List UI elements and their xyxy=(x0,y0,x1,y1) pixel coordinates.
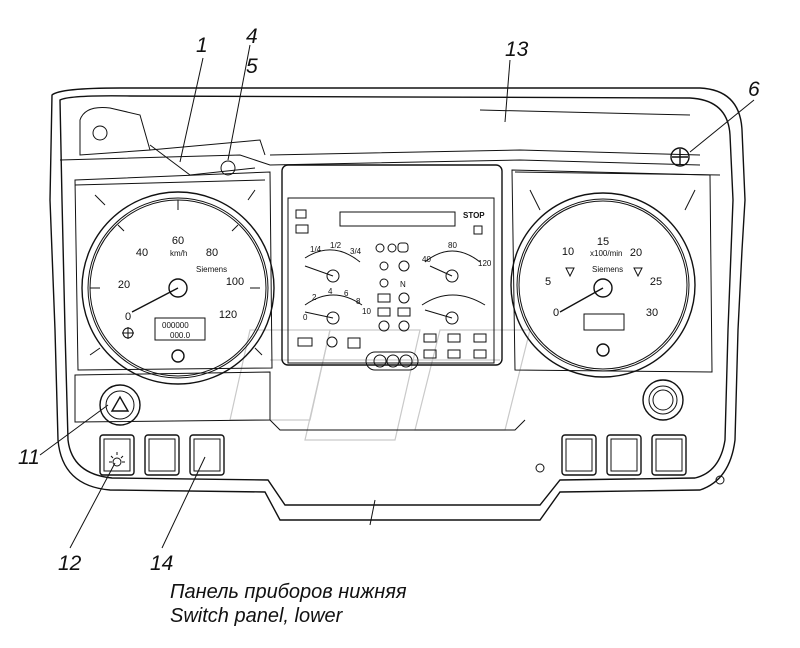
speedo-tick-120: 120 xyxy=(219,309,237,321)
lower-switch-panel xyxy=(74,371,725,485)
callout-5: 5 xyxy=(246,55,258,78)
fuel-mark-quarter: 1/4 xyxy=(310,245,322,254)
callout-12: 12 xyxy=(58,552,82,575)
fuel-mark-half: 1/2 xyxy=(330,241,342,250)
stop-label: STOP xyxy=(463,211,485,220)
callout-14: 14 xyxy=(150,552,173,575)
speedo-tick-60: 60 xyxy=(172,235,184,247)
switch-row-left xyxy=(99,434,225,476)
callout-labels: 1 4 5 13 6 11 12 14 xyxy=(18,25,760,575)
speedometer: 0 20 40 60 80 100 120 km/h Siemens 00000… xyxy=(81,191,275,385)
temp-mark-80: 80 xyxy=(448,241,457,250)
tacho-tick-0: 0 xyxy=(553,307,559,319)
caption: Панель приборов нижняя Switch panel, low… xyxy=(170,580,407,628)
temp-mark-120: 120 xyxy=(478,259,492,268)
tacho-tick-5: 5 xyxy=(545,276,551,288)
tacho-tick-15: 15 xyxy=(597,236,609,248)
tachometer-bezel xyxy=(511,169,713,373)
tacho-tick-10: 10 xyxy=(562,246,574,258)
callout-6: 6 xyxy=(748,78,760,101)
screw-icon xyxy=(670,147,690,167)
tachometer: 0 5 10 15 20 25 30 x100/min Siemens xyxy=(510,192,696,378)
neutral-lamp: N xyxy=(400,280,406,289)
speedo-tick-80: 80 xyxy=(206,247,218,259)
pressure-mark-0: 0 xyxy=(303,313,308,322)
tacho-tick-20: 20 xyxy=(630,247,642,259)
odometer-top: 000000 xyxy=(162,321,189,330)
speedo-tick-0: 0 xyxy=(125,311,131,323)
leader-lines xyxy=(39,44,755,549)
tacho-tick-25: 25 xyxy=(650,276,662,288)
switch-row-right xyxy=(561,434,687,476)
speedo-tick-20: 20 xyxy=(118,279,130,291)
tacho-brand: Siemens xyxy=(592,265,623,274)
speedo-tick-100: 100 xyxy=(226,276,244,288)
callout-13: 13 xyxy=(505,38,529,61)
pressure-mark-10: 10 xyxy=(362,307,371,316)
center-cluster: STOP 1/4 1/2 3/4 0 2 4 6 8 10 40 80 120 xyxy=(281,164,503,371)
callout-4: 4 xyxy=(246,25,258,48)
temp-mark-40: 40 xyxy=(422,255,431,264)
watermark-logo xyxy=(229,329,531,441)
caption-russian: Панель приборов нижняя xyxy=(170,581,407,603)
tacho-tick-30: 30 xyxy=(646,307,658,319)
warning-lamp-grid: N xyxy=(297,242,487,359)
tacho-unit: x100/min xyxy=(590,249,622,258)
speedo-brand: Siemens xyxy=(196,265,227,274)
panel-housing xyxy=(49,87,746,521)
pressure-mark-8: 8 xyxy=(356,297,361,306)
speedo-tick-40: 40 xyxy=(136,247,148,259)
callout-1: 1 xyxy=(196,34,208,57)
fuel-mark-three-quarter: 3/4 xyxy=(350,247,362,256)
pressure-mark-4: 4 xyxy=(328,287,333,296)
pressure-mark-6: 6 xyxy=(344,289,349,298)
callout-11: 11 xyxy=(18,446,40,469)
speedometer-bezel xyxy=(74,171,273,371)
caption-english: Switch panel, lower xyxy=(170,605,343,627)
odometer-bottom: 000.0 xyxy=(170,331,191,340)
speedo-unit: km/h xyxy=(170,249,187,258)
pressure-mark-2: 2 xyxy=(312,293,317,302)
